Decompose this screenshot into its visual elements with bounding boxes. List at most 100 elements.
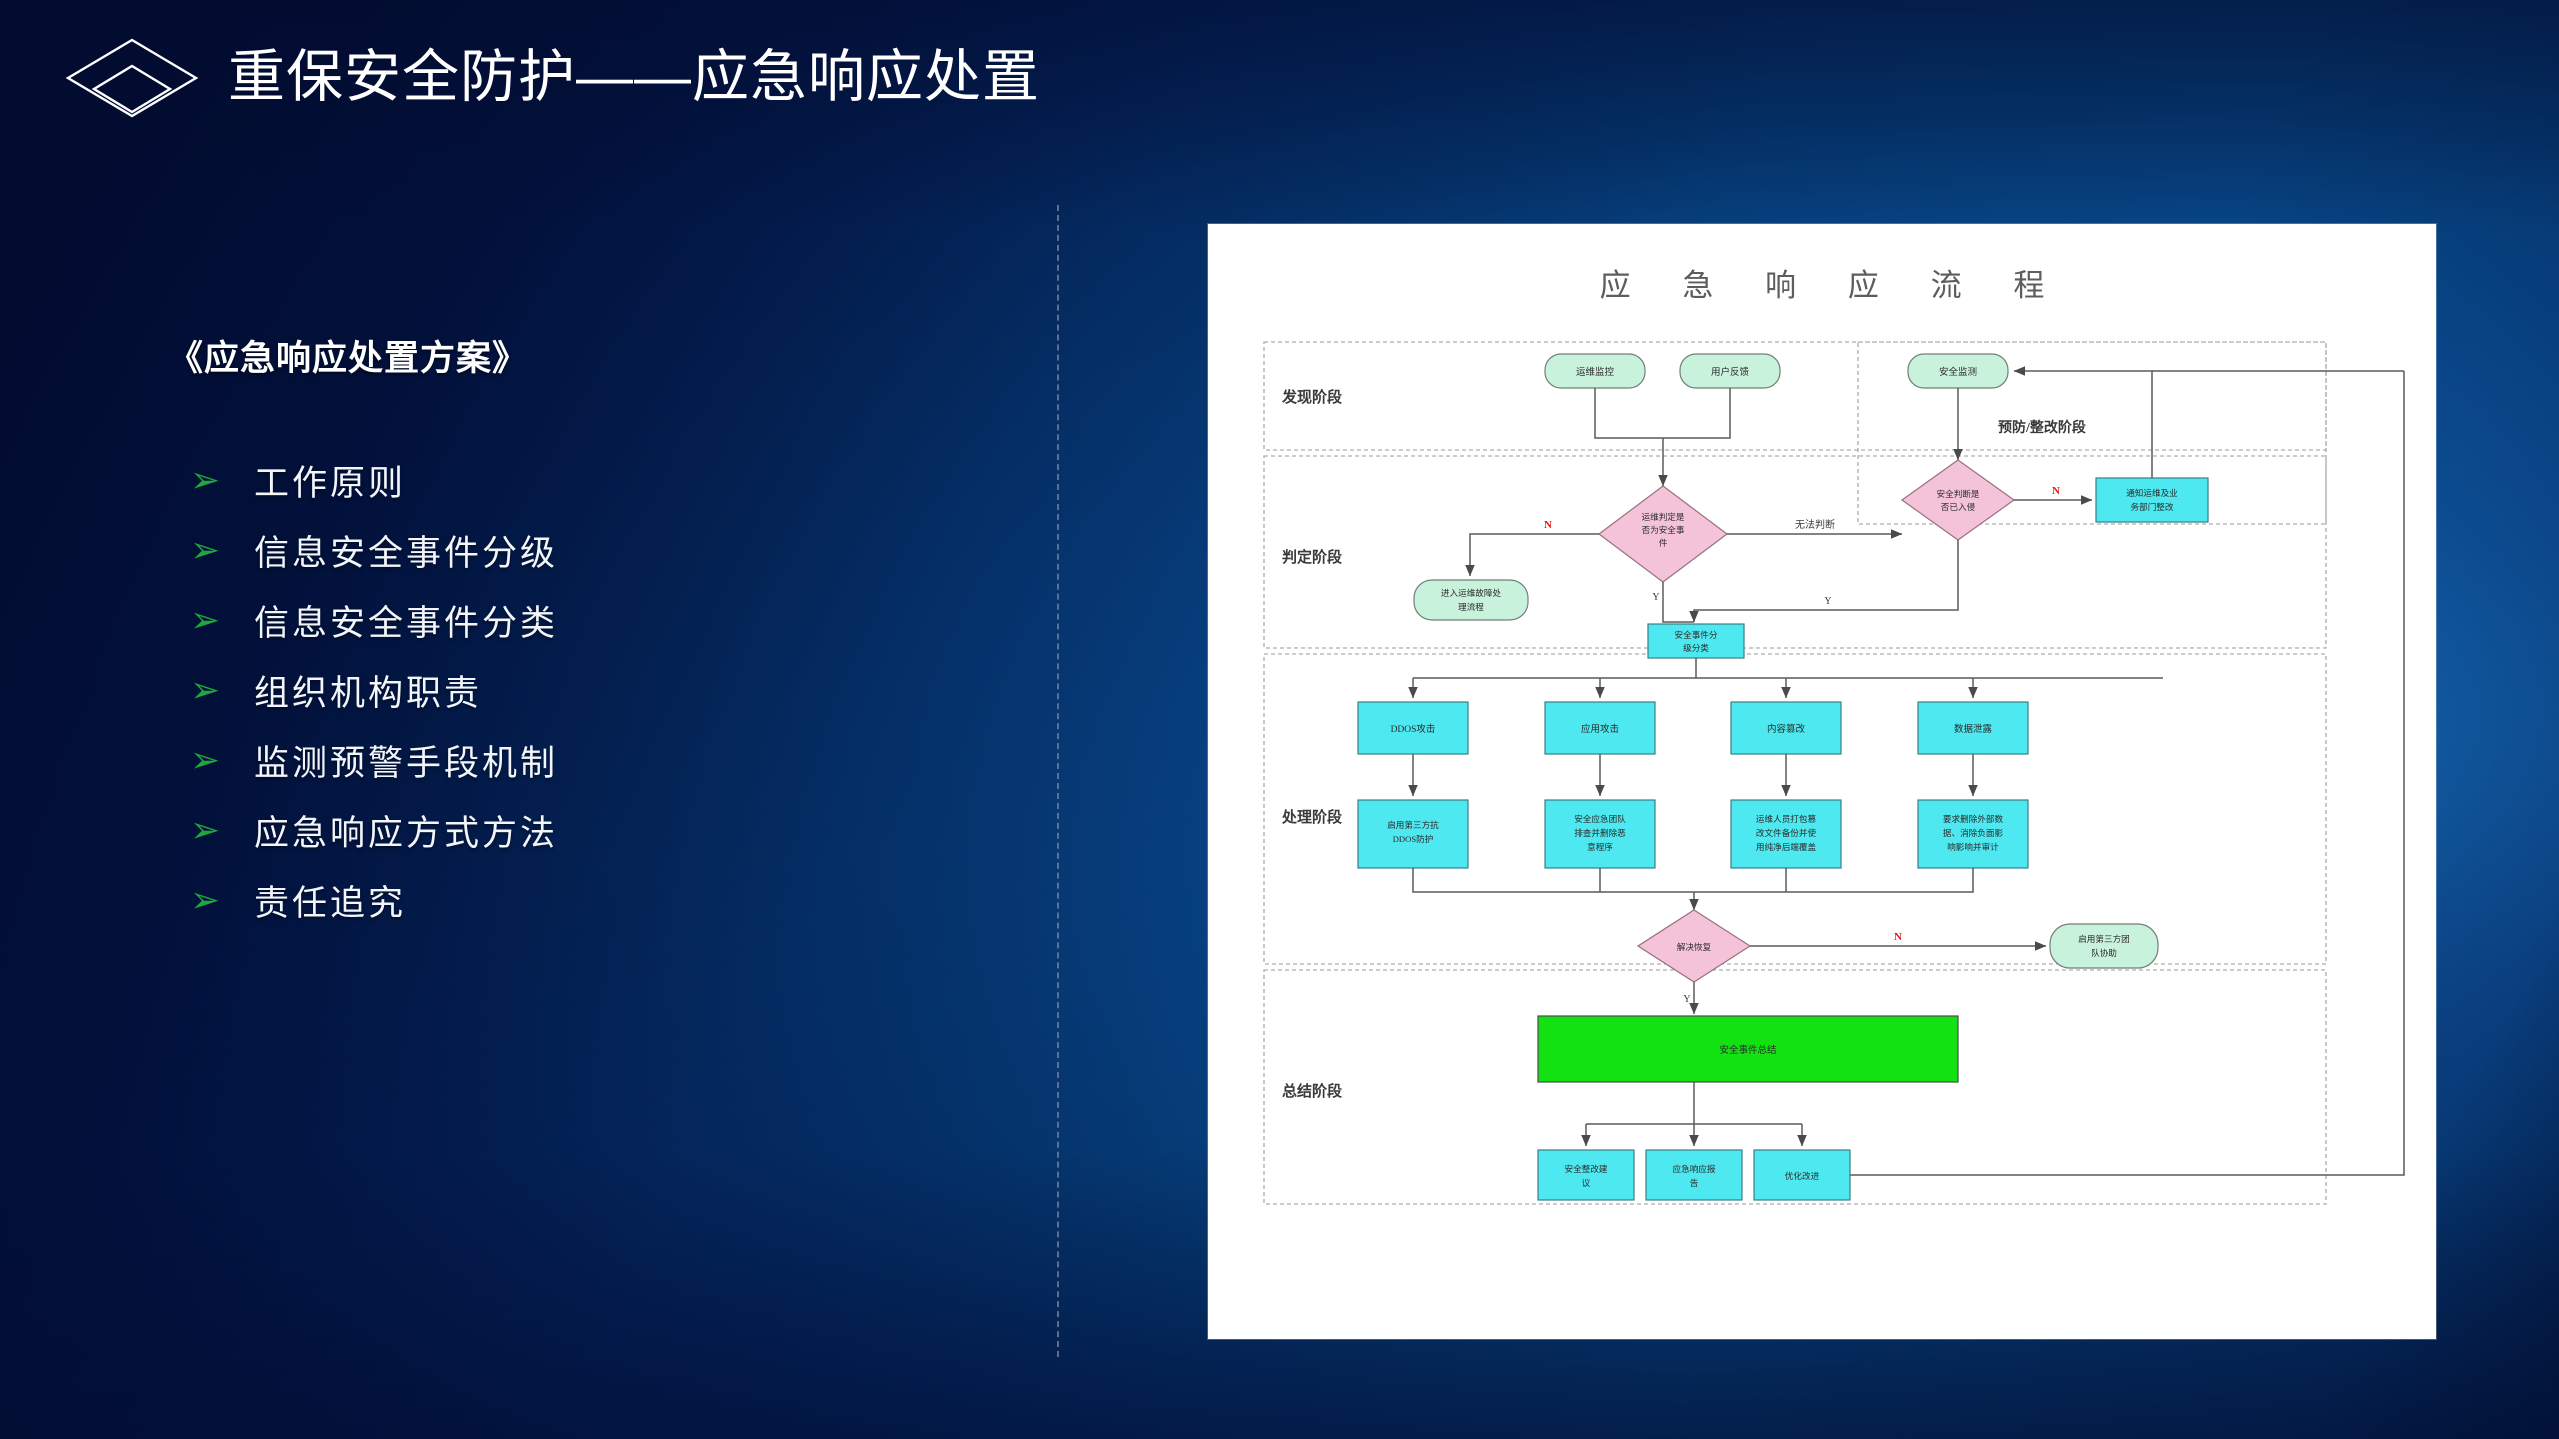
arrow-bullet-icon: ➢ bbox=[190, 809, 221, 850]
node-judge-event-label-1: 运维判定是 bbox=[1642, 511, 1685, 522]
node-ddos-label: DDOS攻击 bbox=[1391, 723, 1436, 735]
node-data-leak[interactable] bbox=[1917, 701, 2029, 755]
lane-judge-box bbox=[1263, 455, 2327, 649]
node-sec-advice-label-2: 议 bbox=[1582, 1178, 1591, 1188]
edge-label-n3: N bbox=[1894, 931, 1902, 943]
node-leak-action-label-1: 要求删除外部数 bbox=[1943, 813, 2004, 824]
node-tamper-action-label-2: 改文件备份并使 bbox=[1756, 827, 1817, 838]
node-to-ops-flow-label-2: 理流程 bbox=[1458, 601, 1484, 612]
edge-label-n2: N bbox=[2052, 485, 2060, 497]
node-summary-bar[interactable] bbox=[1537, 1015, 1959, 1083]
node-notify-dept-label-2: 务部门整改 bbox=[2131, 501, 2174, 512]
node-judge-event-label-2: 否为安全事 bbox=[1642, 524, 1685, 535]
node-tamper-action-label-1: 运维人员打包篡 bbox=[1756, 813, 1817, 824]
list-item[interactable]: ➢ 工作原则 bbox=[190, 445, 1020, 515]
edge-optimize-right-rail bbox=[1850, 371, 2405, 1176]
arrow-bullet-icon: ➢ bbox=[190, 599, 221, 640]
node-content-tamper-label: 内容篡改 bbox=[1767, 723, 1806, 735]
list-item-label: 工作原则 bbox=[254, 463, 407, 503]
list-item-label: 责任追究 bbox=[254, 883, 407, 923]
node-classify-label-1: 安全事件分 bbox=[1675, 629, 1718, 640]
edge-label-y2: Y bbox=[1824, 596, 1831, 607]
node-app-attack-label: 应用攻击 bbox=[1581, 723, 1619, 735]
edge-ops-to-merge bbox=[1594, 388, 1663, 439]
list-item[interactable]: ➢ 应急响应方式方法 bbox=[190, 795, 1020, 865]
arrow-bullet-icon: ➢ bbox=[190, 879, 221, 920]
node-tamper-action[interactable] bbox=[1730, 799, 1842, 869]
document-title: 《应急响应处置方案》 bbox=[168, 339, 529, 378]
page-title: 重保安全防护——应急响应处置 bbox=[228, 45, 1040, 109]
edge-user-to-merge bbox=[1663, 388, 1731, 439]
node-classify-label-2: 级分类 bbox=[1683, 642, 1709, 653]
arrow-bullet-icon: ➢ bbox=[190, 739, 221, 780]
list-item-label: 信息安全事件分类 bbox=[254, 603, 559, 643]
list-item[interactable]: ➢ 组织机构职责 bbox=[190, 655, 1020, 725]
edge-alreadyin-y bbox=[1689, 540, 1959, 623]
lane-prevent-box bbox=[1857, 341, 2327, 525]
node-classify[interactable] bbox=[1647, 623, 1745, 659]
list-item-label: 组织机构职责 bbox=[254, 673, 483, 713]
layered-diamond-logo-icon bbox=[65, 38, 199, 118]
node-tamper-action-label-3: 用纯净后端覆盖 bbox=[1756, 841, 1817, 852]
topic-list: ➢ 工作原则 ➢ 信息安全事件分级 ➢ 信息安全事件分类 ➢ 组织机构职责 ➢ … bbox=[190, 445, 1020, 935]
node-third-party[interactable] bbox=[2049, 923, 2159, 969]
edge-judge-n bbox=[1465, 533, 1599, 577]
column-divider bbox=[1057, 205, 1059, 1357]
edge-label-y3: Y bbox=[1683, 994, 1690, 1005]
lane-discover-box bbox=[1263, 341, 2327, 451]
lane-label-judge: 判定阶段 bbox=[1282, 548, 1342, 566]
node-notify-dept[interactable] bbox=[2095, 477, 2209, 523]
node-ops-monitor-label: 运维监控 bbox=[1576, 366, 1615, 378]
list-item[interactable]: ➢ 信息安全事件分类 bbox=[190, 585, 1020, 655]
lane-label-handle: 处理阶段 bbox=[1281, 808, 1342, 826]
node-report-label-1: 应急响应报 bbox=[1673, 1163, 1716, 1174]
node-sec-advice[interactable] bbox=[1537, 1149, 1635, 1201]
node-optimize-label: 优化改进 bbox=[1785, 1170, 1820, 1181]
slide-header: 重保安全防护——应急响应处置 bbox=[0, 0, 2559, 150]
list-item[interactable]: ➢ 监测预警手段机制 bbox=[190, 725, 1020, 795]
node-resolved-label: 解决恢复 bbox=[1677, 941, 1712, 952]
node-to-ops-flow[interactable] bbox=[1413, 579, 1529, 621]
node-app-attack[interactable] bbox=[1544, 701, 1656, 755]
node-judge-event-label-3: 件 bbox=[1659, 537, 1668, 548]
node-notify-dept-label-1: 通知运维及业 bbox=[2126, 487, 2178, 498]
node-app-action-label-3: 意程序 bbox=[1587, 841, 1613, 852]
node-app-action[interactable] bbox=[1544, 799, 1656, 869]
edge-label-y1: Y bbox=[1652, 592, 1659, 603]
edge-label-n1: N bbox=[1544, 519, 1552, 531]
left-content-column: 《应急响应处置方案》 ➢ 工作原则 ➢ 信息安全事件分级 ➢ 信息安全事件分类 … bbox=[0, 330, 1020, 935]
node-user-feedback-label: 用户反馈 bbox=[1711, 366, 1750, 378]
edge-converge bbox=[1412, 868, 1974, 893]
node-third-party-label-1: 启用第三方团 bbox=[2078, 933, 2130, 944]
node-to-ops-flow-label-1: 进入运维故障处 bbox=[1441, 587, 1502, 598]
list-item[interactable]: ➢ 信息安全事件分级 bbox=[190, 515, 1020, 585]
node-leak-action[interactable] bbox=[1917, 799, 2029, 869]
node-ddos-action-label-2: DDOS防护 bbox=[1393, 833, 1434, 844]
arrow-bullet-icon: ➢ bbox=[190, 529, 221, 570]
node-sec-advice-label-1: 安全整改建 bbox=[1565, 1163, 1608, 1174]
list-item[interactable]: ➢ 责任追究 bbox=[190, 865, 1020, 935]
node-already-in[interactable] bbox=[1900, 459, 2016, 541]
node-already-in-label-2: 否已入侵 bbox=[1941, 502, 1976, 512]
flowchart-canvas: 应 急 响 应 流 程 发现阶段 判定阶段 预防/整改阶段 处理阶段 总结阶段 … bbox=[1208, 224, 2436, 1339]
node-ddos[interactable] bbox=[1357, 701, 1469, 755]
node-content-tamper[interactable] bbox=[1730, 701, 1842, 755]
node-app-action-label-1: 安全应急团队 bbox=[1574, 813, 1626, 824]
lane-label-discover: 发现阶段 bbox=[1281, 388, 1342, 406]
node-already-in-label-1: 安全判断是 bbox=[1937, 488, 1980, 499]
node-leak-action-label-2: 据、消除负面影 bbox=[1943, 827, 2004, 838]
node-summary-bar-label: 安全事件总结 bbox=[1719, 1044, 1776, 1056]
edge-label-cannot-judge: 无法判断 bbox=[1795, 518, 1835, 531]
node-report[interactable] bbox=[1645, 1149, 1743, 1201]
arrow-bullet-icon: ➢ bbox=[190, 669, 221, 710]
flowchart-image-panel: 应 急 响 应 流 程 发现阶段 判定阶段 预防/整改阶段 处理阶段 总结阶段 … bbox=[1208, 224, 2436, 1339]
arrow-bullet-icon: ➢ bbox=[190, 459, 221, 500]
node-report-label-2: 告 bbox=[1690, 1177, 1699, 1188]
lane-summary-box bbox=[1263, 969, 2327, 1205]
list-item-label: 监测预警手段机制 bbox=[254, 743, 559, 783]
node-data-leak-label: 数据泄露 bbox=[1954, 723, 1993, 735]
flowchart-diagram: 发现阶段 判定阶段 预防/整改阶段 处理阶段 总结阶段 运维监控 用户反馈 安全… bbox=[1263, 341, 2405, 1205]
node-ddos-action[interactable] bbox=[1357, 799, 1469, 869]
node-leak-action-label-3: 响影响并审计 bbox=[1947, 841, 1999, 852]
edge-judge-y-to-classify bbox=[1662, 610, 1694, 623]
